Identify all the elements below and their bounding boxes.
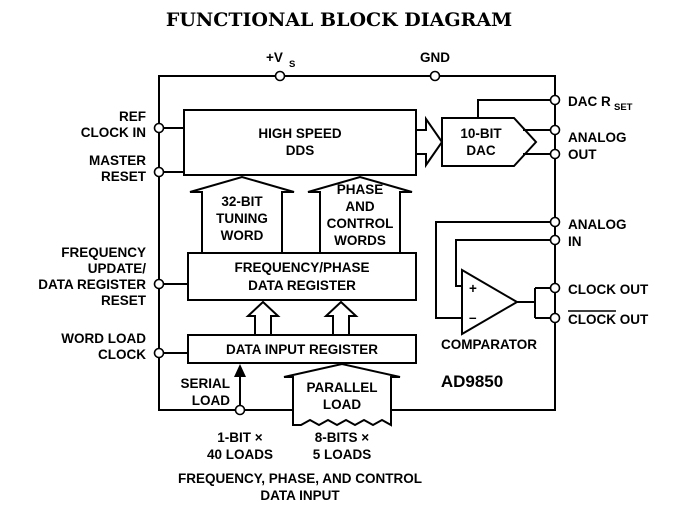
pin-vs-subscript: S xyxy=(289,59,295,70)
pin-clock-out-terminal xyxy=(549,282,561,294)
pin-clock-out-bar-terminal xyxy=(549,312,561,324)
pin-analog-out-terminal-2 xyxy=(549,148,561,160)
comparator-label: COMPARATOR xyxy=(441,337,537,352)
diagram-title: FUNCTIONAL BLOCK DIAGRAM xyxy=(166,9,512,31)
data-input-register: DATA INPUT REGISTER xyxy=(187,334,417,364)
pin-dac-rset-label: DAC R xyxy=(568,94,611,109)
pin-master-reset-label-2: RESET xyxy=(101,169,147,184)
pin-fq-update-label-3: DATA REGISTER xyxy=(38,277,146,292)
pin-clock-out: CLOCK OUT xyxy=(549,282,649,297)
freq-reg-label-1: FREQUENCY/PHASE xyxy=(234,260,369,275)
dac-label-1: 10-BIT xyxy=(460,126,502,141)
serial-load-label-1: SERIAL xyxy=(180,376,230,391)
pin-dac-rset: DAC R SET xyxy=(549,94,633,113)
serial-bits-label-1: 1-BIT × xyxy=(217,430,263,445)
pin-ref-clock-label-1: REF xyxy=(119,109,146,124)
pin-analog-out: ANALOG OUT xyxy=(549,124,627,162)
dds-label-1: HIGH SPEED xyxy=(258,126,342,141)
pin-fq-update-terminal xyxy=(153,278,165,290)
serial-load-terminal xyxy=(234,404,246,416)
parallel-load-bus: PARALLEL LOAD xyxy=(283,362,401,427)
pin-clock-out-label: CLOCK OUT xyxy=(568,282,649,297)
dac-label-2: DAC xyxy=(466,143,495,158)
frequency-phase-register: FREQUENCY/PHASE DATA REGISTER xyxy=(187,252,417,301)
serial-bits-label-2: 40 LOADS xyxy=(207,447,273,462)
pin-analog-in-terminal-2 xyxy=(549,234,561,246)
pin-analog-in-label-1: ANALOG xyxy=(568,217,627,232)
dac-block: 10-BIT DAC xyxy=(441,117,538,167)
tuning-word-arrow: 32-BIT TUNING WORD xyxy=(189,175,295,252)
serial-load-label-2: LOAD xyxy=(192,393,230,408)
input-to-register-arrow-left xyxy=(245,300,281,334)
pin-dac-rset-subscript: SET xyxy=(614,102,633,113)
data-input-caption-2: DATA INPUT xyxy=(260,488,340,503)
pin-analog-in: ANALOG IN xyxy=(549,216,627,249)
comp-plus: + xyxy=(469,281,477,296)
pin-clock-out-bar-label: CLOCK OUT xyxy=(568,312,649,327)
pin-master-reset-terminal xyxy=(153,166,165,178)
pin-master-reset: MASTER RESET xyxy=(89,153,184,184)
tuning-label-1: 32-BIT xyxy=(221,194,263,209)
phase-control-arrow: PHASE AND CONTROL WORDS xyxy=(307,175,413,252)
pin-clock-out-bar: CLOCK OUT xyxy=(549,310,649,327)
parallel-load-label-2: LOAD xyxy=(323,397,361,412)
pin-analog-out-label-2: OUT xyxy=(568,147,597,162)
serial-load-arrowhead xyxy=(234,364,246,377)
comp-minus: – xyxy=(469,310,477,325)
pin-analog-out-terminal-1 xyxy=(549,124,561,136)
parallel-bits-label-2: 5 LOADS xyxy=(313,447,372,462)
parallel-load-label-1: PARALLEL xyxy=(307,380,378,395)
pin-ref-clock-in: REF CLOCK IN xyxy=(81,109,184,140)
pin-word-load-label-2: CLOCK xyxy=(98,347,146,362)
pin-vs: +V S xyxy=(266,50,295,82)
dds-to-dac-arrow xyxy=(416,115,444,169)
data-input-caption-1: FREQUENCY, PHASE, AND CONTROL xyxy=(178,471,422,486)
pin-word-load-label-1: WORD LOAD xyxy=(61,331,146,346)
pin-fq-update-label-1: FREQUENCY xyxy=(61,245,146,260)
tuning-label-3: WORD xyxy=(221,228,264,243)
pin-analog-out-label-1: ANALOG xyxy=(568,130,627,145)
phase-label-3: CONTROL xyxy=(327,216,394,231)
phase-label-2: AND xyxy=(345,199,374,214)
phase-label-4: WORDS xyxy=(334,233,386,248)
pin-analog-in-terminal-1 xyxy=(549,216,561,228)
input-to-register-arrow-right xyxy=(323,300,359,334)
parallel-bits-label-1: 8-BITS × xyxy=(315,430,370,445)
pin-ref-clock-terminal xyxy=(153,122,165,134)
high-speed-dds-block: HIGH SPEED DDS xyxy=(183,109,417,176)
pin-ref-clock-label-2: CLOCK IN xyxy=(81,125,146,140)
data-input-register-label: DATA INPUT REGISTER xyxy=(226,342,378,357)
pin-word-load-clock: WORD LOAD CLOCK xyxy=(61,331,188,362)
part-number: AD9850 xyxy=(441,372,503,391)
phase-label-1: PHASE xyxy=(337,182,384,197)
pin-analog-in-label-2: IN xyxy=(568,234,582,249)
pin-vs-label: +V xyxy=(266,50,283,65)
pin-dac-rset-terminal xyxy=(549,94,561,106)
pin-fq-update-label-4: RESET xyxy=(101,293,147,308)
pin-gnd: GND xyxy=(420,50,450,82)
pin-fq-update-label-2: UPDATE/ xyxy=(88,261,147,276)
tuning-label-2: TUNING xyxy=(216,211,268,226)
dds-label-2: DDS xyxy=(286,143,315,158)
pin-master-reset-label-1: MASTER xyxy=(89,153,146,168)
pin-vs-terminal xyxy=(274,70,286,82)
pin-word-load-terminal xyxy=(153,347,165,359)
comparator: + – COMPARATOR xyxy=(441,268,537,352)
pin-gnd-terminal xyxy=(429,70,441,82)
freq-reg-label-2: DATA REGISTER xyxy=(248,278,356,293)
pin-gnd-label: GND xyxy=(420,50,450,65)
pin-frequency-update: FREQUENCY UPDATE/ DATA REGISTER RESET xyxy=(38,245,188,308)
